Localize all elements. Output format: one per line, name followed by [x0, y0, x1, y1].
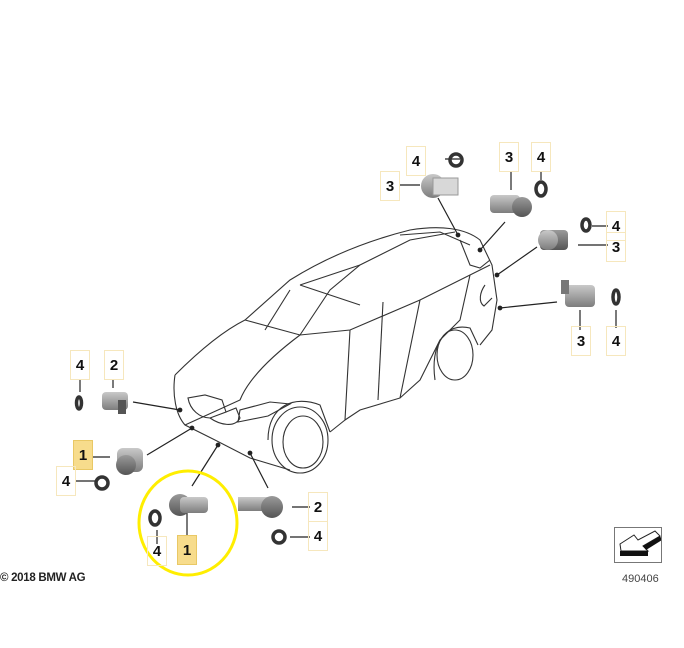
part-label[interactable]: 3 — [571, 326, 591, 356]
part-label[interactable]: 4 — [531, 142, 551, 172]
reference-number: 490406 — [622, 573, 659, 585]
part-label[interactable]: 3 — [606, 232, 626, 262]
sensor-rear-right — [538, 230, 568, 250]
sensor-rear-top-left — [421, 174, 459, 198]
sensor-front-left — [116, 448, 143, 475]
car-outline — [173, 227, 498, 474]
part-label[interactable]: 4 — [70, 350, 90, 380]
reference-icon-box — [614, 527, 662, 563]
sensor-front-top-left — [102, 392, 128, 414]
leader-lines — [75, 158, 617, 544]
part-label[interactable]: 2 — [104, 350, 124, 380]
part-label[interactable]: 2 — [308, 492, 328, 522]
sensor-rear-top-mid — [490, 195, 532, 217]
highlight-circle — [137, 469, 239, 577]
sensor-front-right — [238, 496, 283, 518]
part-label-highlighted[interactable]: 1 — [73, 440, 93, 470]
part-label-highlighted[interactable]: 1 — [177, 535, 197, 565]
part-label[interactable]: 4 — [606, 211, 626, 241]
sensor-parts — [102, 174, 595, 518]
sensor-front-center — [169, 494, 208, 516]
sealing-rings — [74, 152, 621, 545]
part-label[interactable]: 4 — [308, 521, 328, 551]
part-label[interactable]: 4 — [606, 326, 626, 356]
part-label[interactable]: 3 — [499, 142, 519, 172]
part-label[interactable]: 4 — [406, 146, 426, 176]
sensor-rear-lower — [561, 280, 595, 307]
part-label[interactable]: 4 — [56, 466, 76, 496]
part-label[interactable]: 4 — [147, 536, 167, 566]
copyright-text: © 2018 BMW AG — [0, 572, 86, 584]
front-arrow-icon — [619, 530, 662, 556]
part-label[interactable]: 3 — [380, 171, 400, 201]
